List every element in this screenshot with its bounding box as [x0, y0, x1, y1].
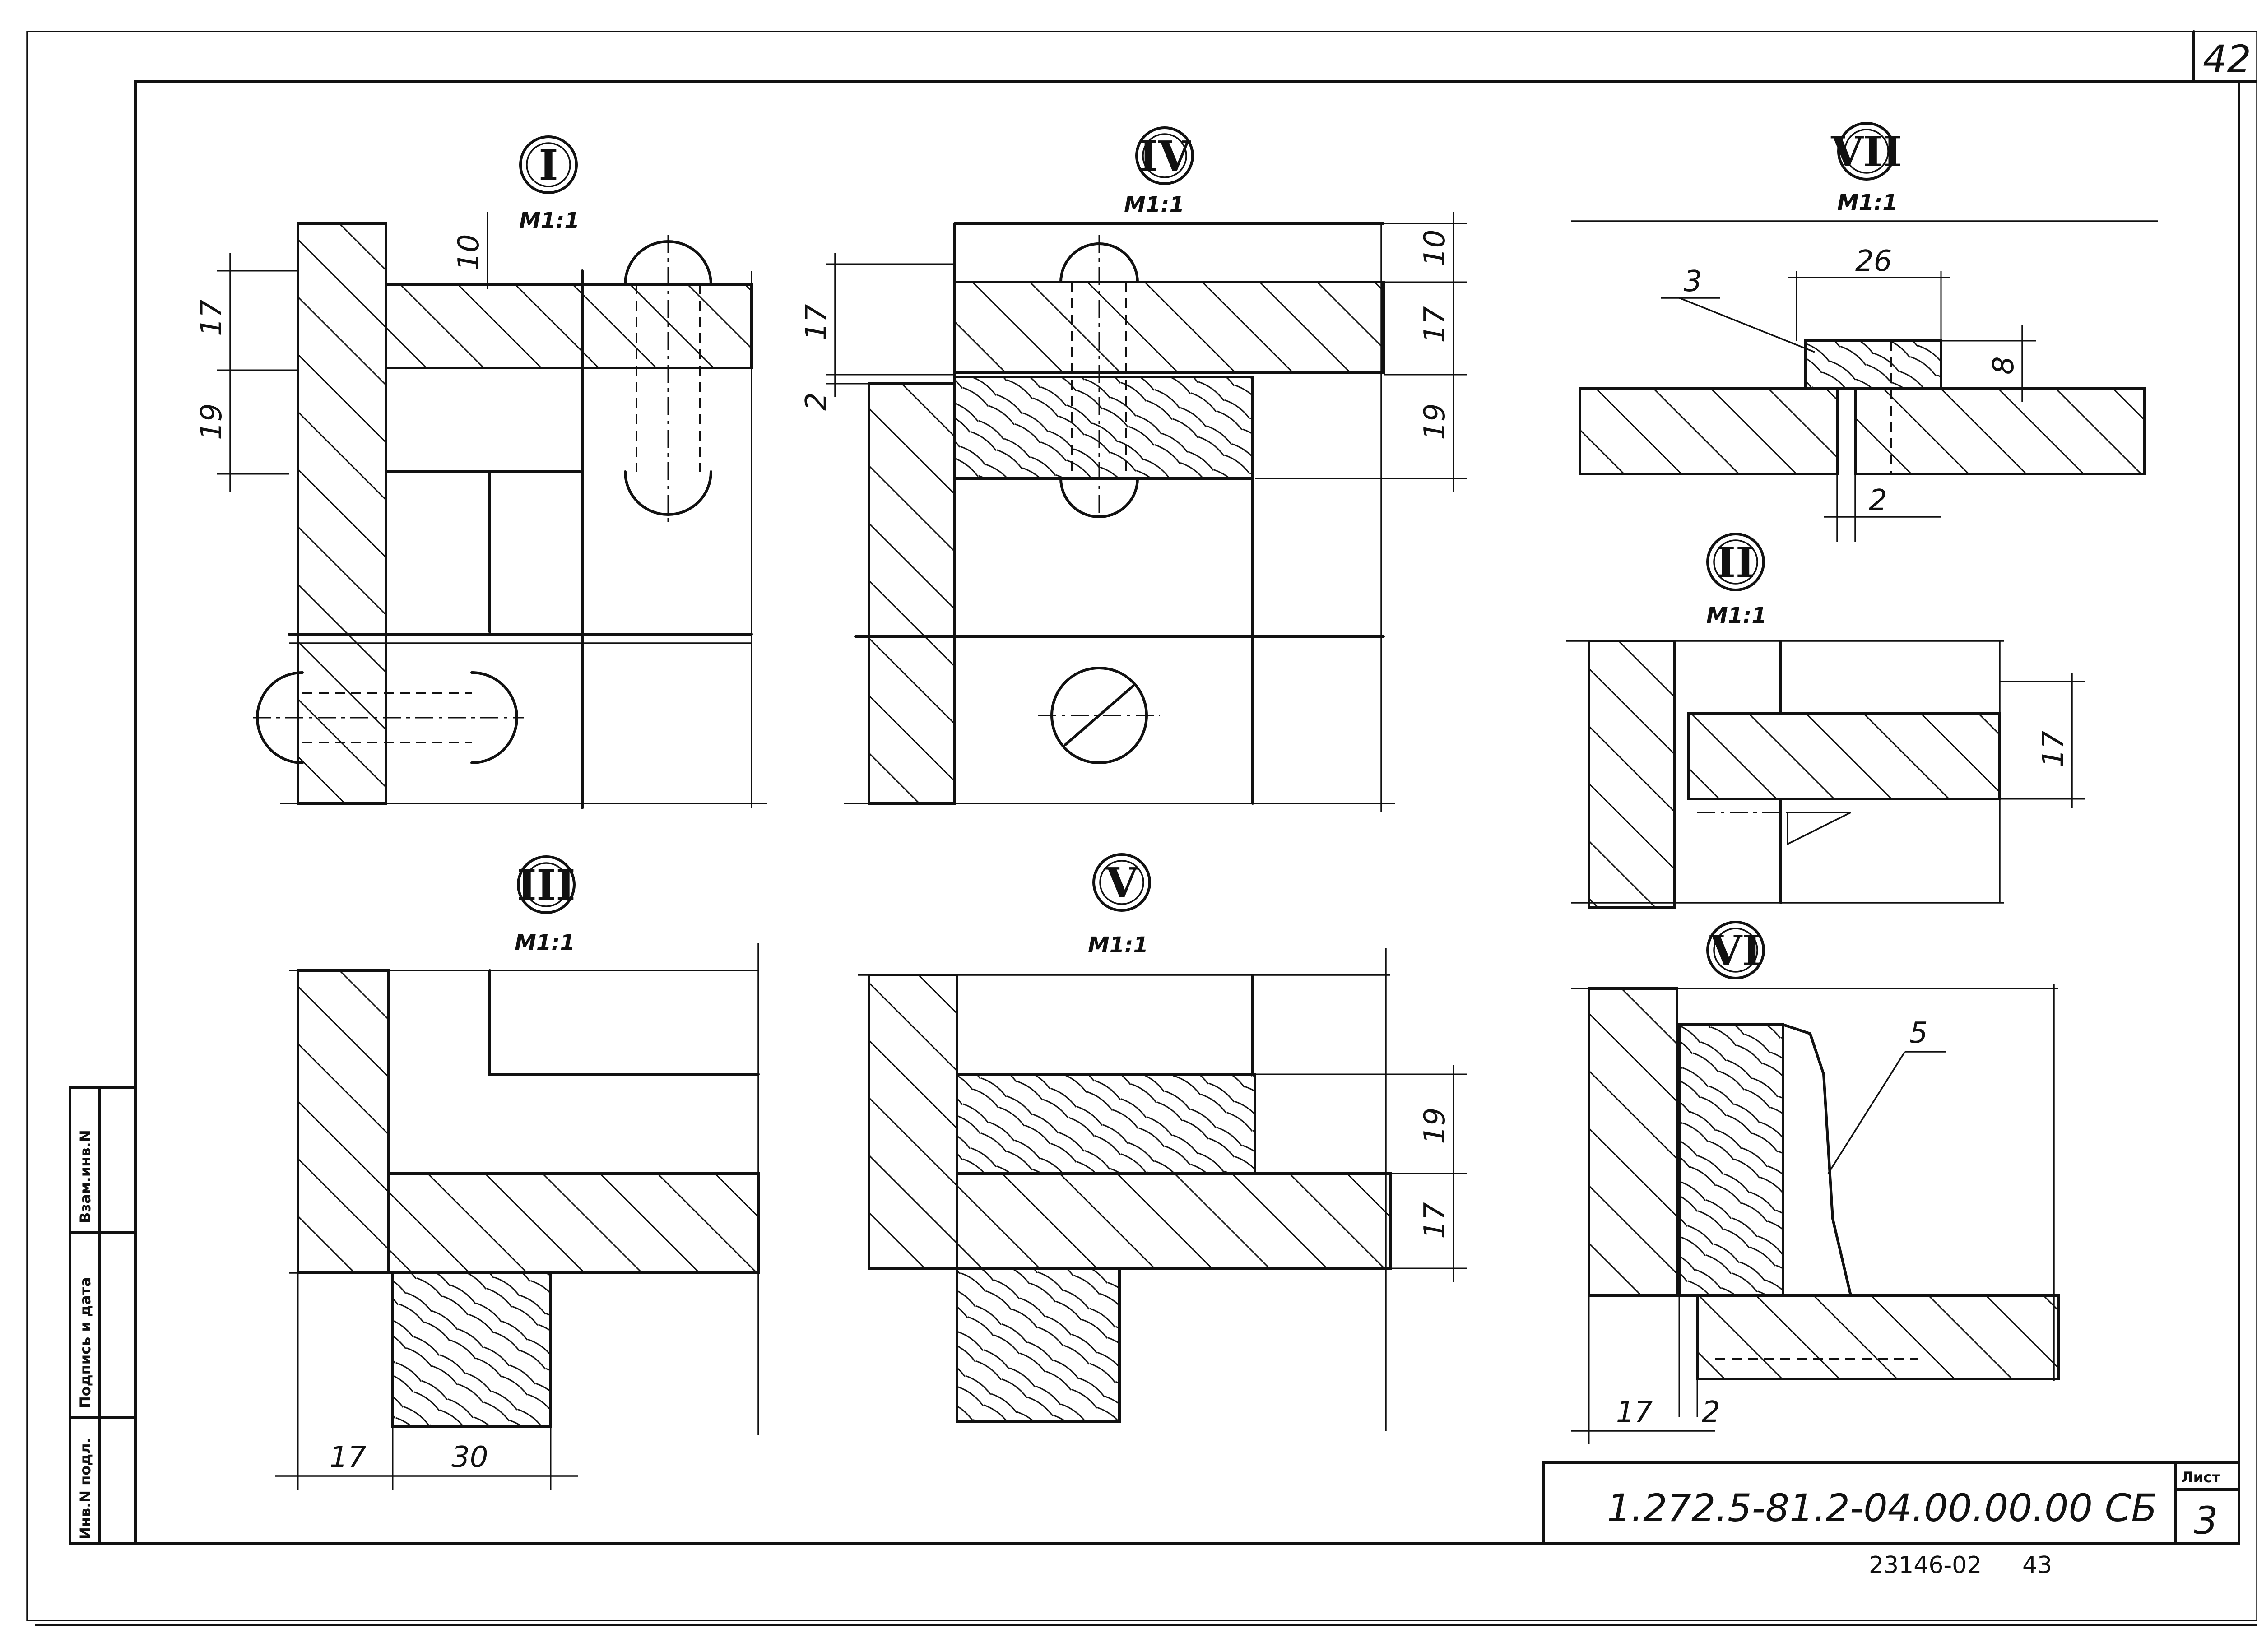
detail-V: V М1:1 19 17 — [858, 853, 1467, 1431]
detail-II-label: II — [1716, 538, 1755, 587]
detail-VI-callout-5: 5 — [1909, 1016, 1928, 1050]
detail-III-label: III — [517, 861, 575, 910]
detail-I-dim-17: 17 — [195, 299, 228, 336]
detail-VII-dim-2: 2 — [1869, 484, 1887, 517]
detail-VII-label: VII — [1830, 127, 1902, 176]
detail-VI-dim-17: 17 — [1616, 1396, 1653, 1429]
document-code: 1.272.5-81.2-04.00.00.00 СБ — [1607, 1486, 2157, 1530]
detail-VII-dim-8: 8 — [1987, 356, 2020, 375]
detail-IV-scale: М1:1 — [1124, 192, 1184, 218]
replacement-inv-label: Взам.инв.N — [77, 1130, 94, 1223]
detail-V-scale: М1:1 — [1088, 933, 1148, 958]
inv-original-label: Инв.N подл. — [77, 1438, 94, 1539]
page-number: 43 — [2022, 1552, 2052, 1579]
detail-III-scale: М1:1 — [515, 930, 575, 956]
sheet-frame — [26, 30, 2257, 1626]
detail-V-label: V — [1105, 858, 1138, 907]
archive-number: 23146-02 — [1869, 1552, 1982, 1579]
detail-VI: VI 17 2 5 — [1571, 921, 2060, 1444]
detail-V-dim-19: 19 — [1418, 1108, 1452, 1144]
detail-I-label: I — [539, 141, 558, 190]
detail-IV-dim-19: 19 — [1418, 404, 1452, 440]
detail-VI-dim-2: 2 — [1702, 1396, 1720, 1429]
detail-IV: IV М1:1 10 17 19 17 2 — [800, 126, 1467, 812]
detail-II-scale: М1:1 — [1706, 603, 1767, 628]
detail-VI-label: VI — [1709, 926, 1761, 975]
detail-VII-dim-26: 26 — [1855, 245, 1892, 278]
detail-IV-dim-17-left: 17 — [800, 304, 833, 341]
title-block: 1.272.5-81.2-04.00.00.00 СБ Лист 3 — [1542, 1461, 2240, 1545]
detail-II-dim-17: 17 — [2037, 730, 2070, 767]
detail-I-dim-10: 10 — [452, 234, 486, 271]
detail-I-dim-19: 19 — [195, 404, 228, 440]
sheet-label: Лист — [2181, 1469, 2220, 1486]
detail-I: I М1:1 10 17 19 — [195, 135, 767, 809]
corner-sheet-number: 42 — [2203, 37, 2251, 81]
detail-III-dim-17: 17 — [330, 1441, 367, 1474]
detail-IV-dim-17-right: 17 — [1418, 306, 1452, 343]
detail-IV-label: IV — [1139, 132, 1191, 181]
detail-V-dim-17: 17 — [1418, 1202, 1452, 1239]
detail-IV-dim-2: 2 — [800, 392, 833, 411]
detail-III-dim-30: 30 — [451, 1441, 488, 1474]
detail-VII: VII М1:1 26 8 2 3 — [1571, 122, 2158, 542]
detail-I-scale: М1:1 — [519, 208, 580, 233]
detail-IV-dim-10: 10 — [1418, 230, 1452, 266]
sheet-number: 3 — [2194, 1499, 2218, 1543]
detail-III: III М1:1 17 30 — [275, 855, 760, 1490]
detail-VII-callout-3: 3 — [1684, 265, 1702, 298]
signature-date-label: Подпись и дата — [77, 1277, 94, 1408]
detail-VII-scale: М1:1 — [1837, 190, 1898, 215]
side-stamp: Инв.N подл. Подпись и дата Взам.инв.N — [69, 1086, 137, 1545]
detail-II: II М1:1 17 — [1566, 533, 2085, 909]
